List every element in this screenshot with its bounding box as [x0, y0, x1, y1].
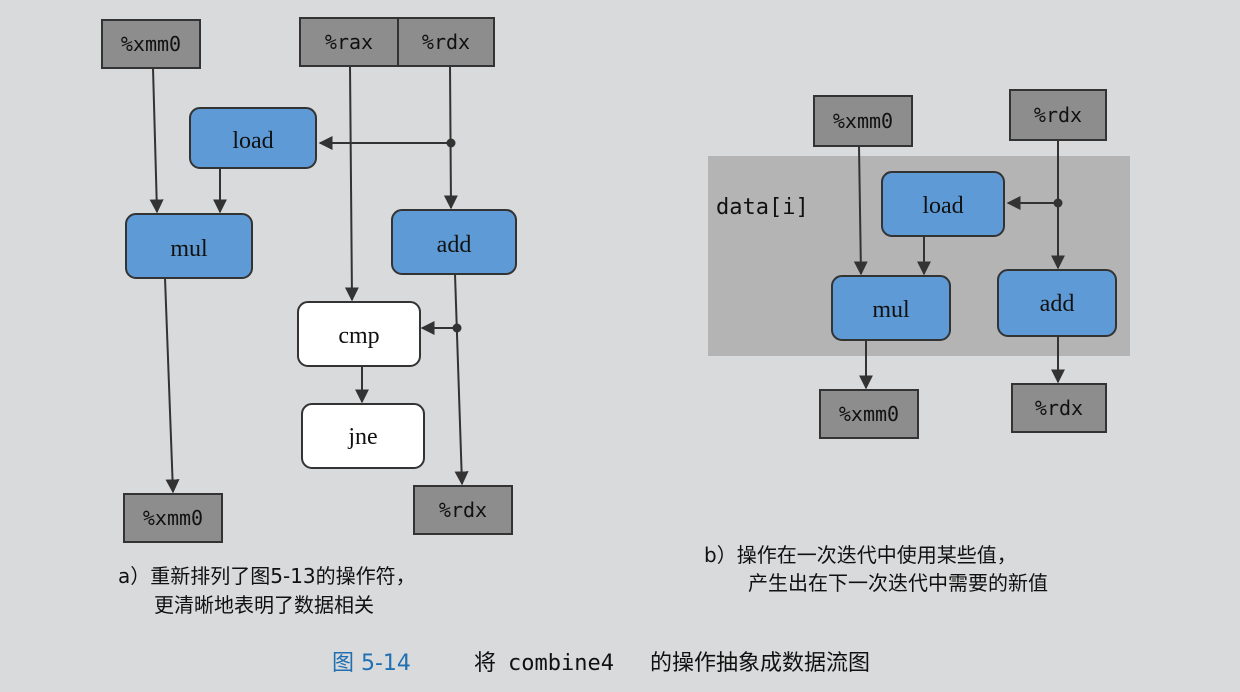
diagram-b: data[i] %xmm0 %rdx load mul add %xmm0	[704, 89, 1130, 595]
op-load-b: load	[881, 171, 1005, 237]
op-cmp-label: cmp	[338, 323, 379, 349]
figure-caption-code: combine4	[508, 651, 614, 676]
register-xmm0-out-b-label: %xmm0	[839, 402, 899, 426]
register-rdx-out-b-label: %rdx	[1035, 396, 1083, 420]
figure-caption: 图 5-14 将 combine4 的操作抽象成数据流图	[332, 651, 870, 676]
op-load-a-label: load	[232, 128, 273, 154]
edge-b-xmm0-to-mul	[853, 145, 868, 276]
op-load-a: load	[189, 107, 317, 169]
edge-rdx-to-add	[443, 65, 458, 210]
caption-a-line1: a）重新排列了图5-13的操作符，	[118, 564, 416, 588]
op-mul-a: mul	[125, 213, 253, 279]
figure-caption-suffix: 的操作抽象成数据流图	[650, 651, 870, 676]
op-mul-b-label: mul	[872, 297, 910, 323]
register-rdx-in-label: %rdx	[422, 30, 470, 54]
edge-rax-to-cmp	[344, 65, 359, 302]
register-xmm0-out-label: %xmm0	[143, 506, 203, 530]
register-xmm0-out-b: %xmm0	[819, 389, 919, 439]
op-load-b-label: load	[922, 193, 963, 219]
edge-xmm0-to-mul	[149, 67, 164, 214]
edge-add-to-rdx-out	[454, 273, 469, 486]
op-mul-b: mul	[831, 275, 951, 341]
caption-b-line1: b）操作在一次迭代中使用某些值，	[704, 543, 1017, 567]
register-rdx-in: %rdx	[397, 17, 495, 67]
junction-dot-rdx-b	[1053, 198, 1063, 208]
region-label-data-i: data[i]	[716, 195, 809, 220]
register-rdx-out-label: %rdx	[439, 498, 487, 522]
op-add-a: add	[391, 209, 517, 275]
register-rdx-out: %rdx	[413, 485, 513, 535]
register-rax-in-label: %rax	[325, 30, 373, 54]
register-rax-in: %rax	[299, 17, 399, 67]
caption-b-line2: 产生出在下一次迭代中需要的新值	[748, 571, 1048, 595]
diagram-a: %xmm0 %rax %rdx load mul add cmp	[101, 17, 517, 617]
op-mul-a-label: mul	[170, 236, 208, 262]
register-xmm0-in-label: %xmm0	[121, 32, 181, 56]
register-xmm0-out: %xmm0	[123, 493, 223, 543]
figure-number: 图 5-14	[332, 651, 411, 676]
register-xmm0-in-b: %xmm0	[813, 95, 913, 147]
caption-a-line2: 更清晰地表明了数据相关	[154, 593, 374, 617]
op-jne: jne	[301, 403, 425, 469]
register-rdx-in-b-label: %rdx	[1034, 103, 1082, 127]
op-add-b-label: add	[1040, 291, 1075, 317]
register-xmm0-in-b-label: %xmm0	[833, 109, 893, 133]
junction-dot-add	[452, 323, 462, 333]
junction-dot-rdx	[446, 138, 456, 148]
op-cmp: cmp	[297, 301, 421, 367]
op-add-b: add	[997, 269, 1117, 337]
op-jne-label: jne	[347, 424, 377, 450]
register-rdx-out-b: %rdx	[1011, 383, 1107, 433]
figure-caption-prefix: 将	[474, 651, 496, 676]
register-rdx-in-b: %rdx	[1009, 89, 1107, 141]
register-xmm0-in: %xmm0	[101, 19, 201, 69]
op-add-a-label: add	[437, 232, 472, 258]
edge-mul-to-xmm0-out	[164, 277, 180, 494]
